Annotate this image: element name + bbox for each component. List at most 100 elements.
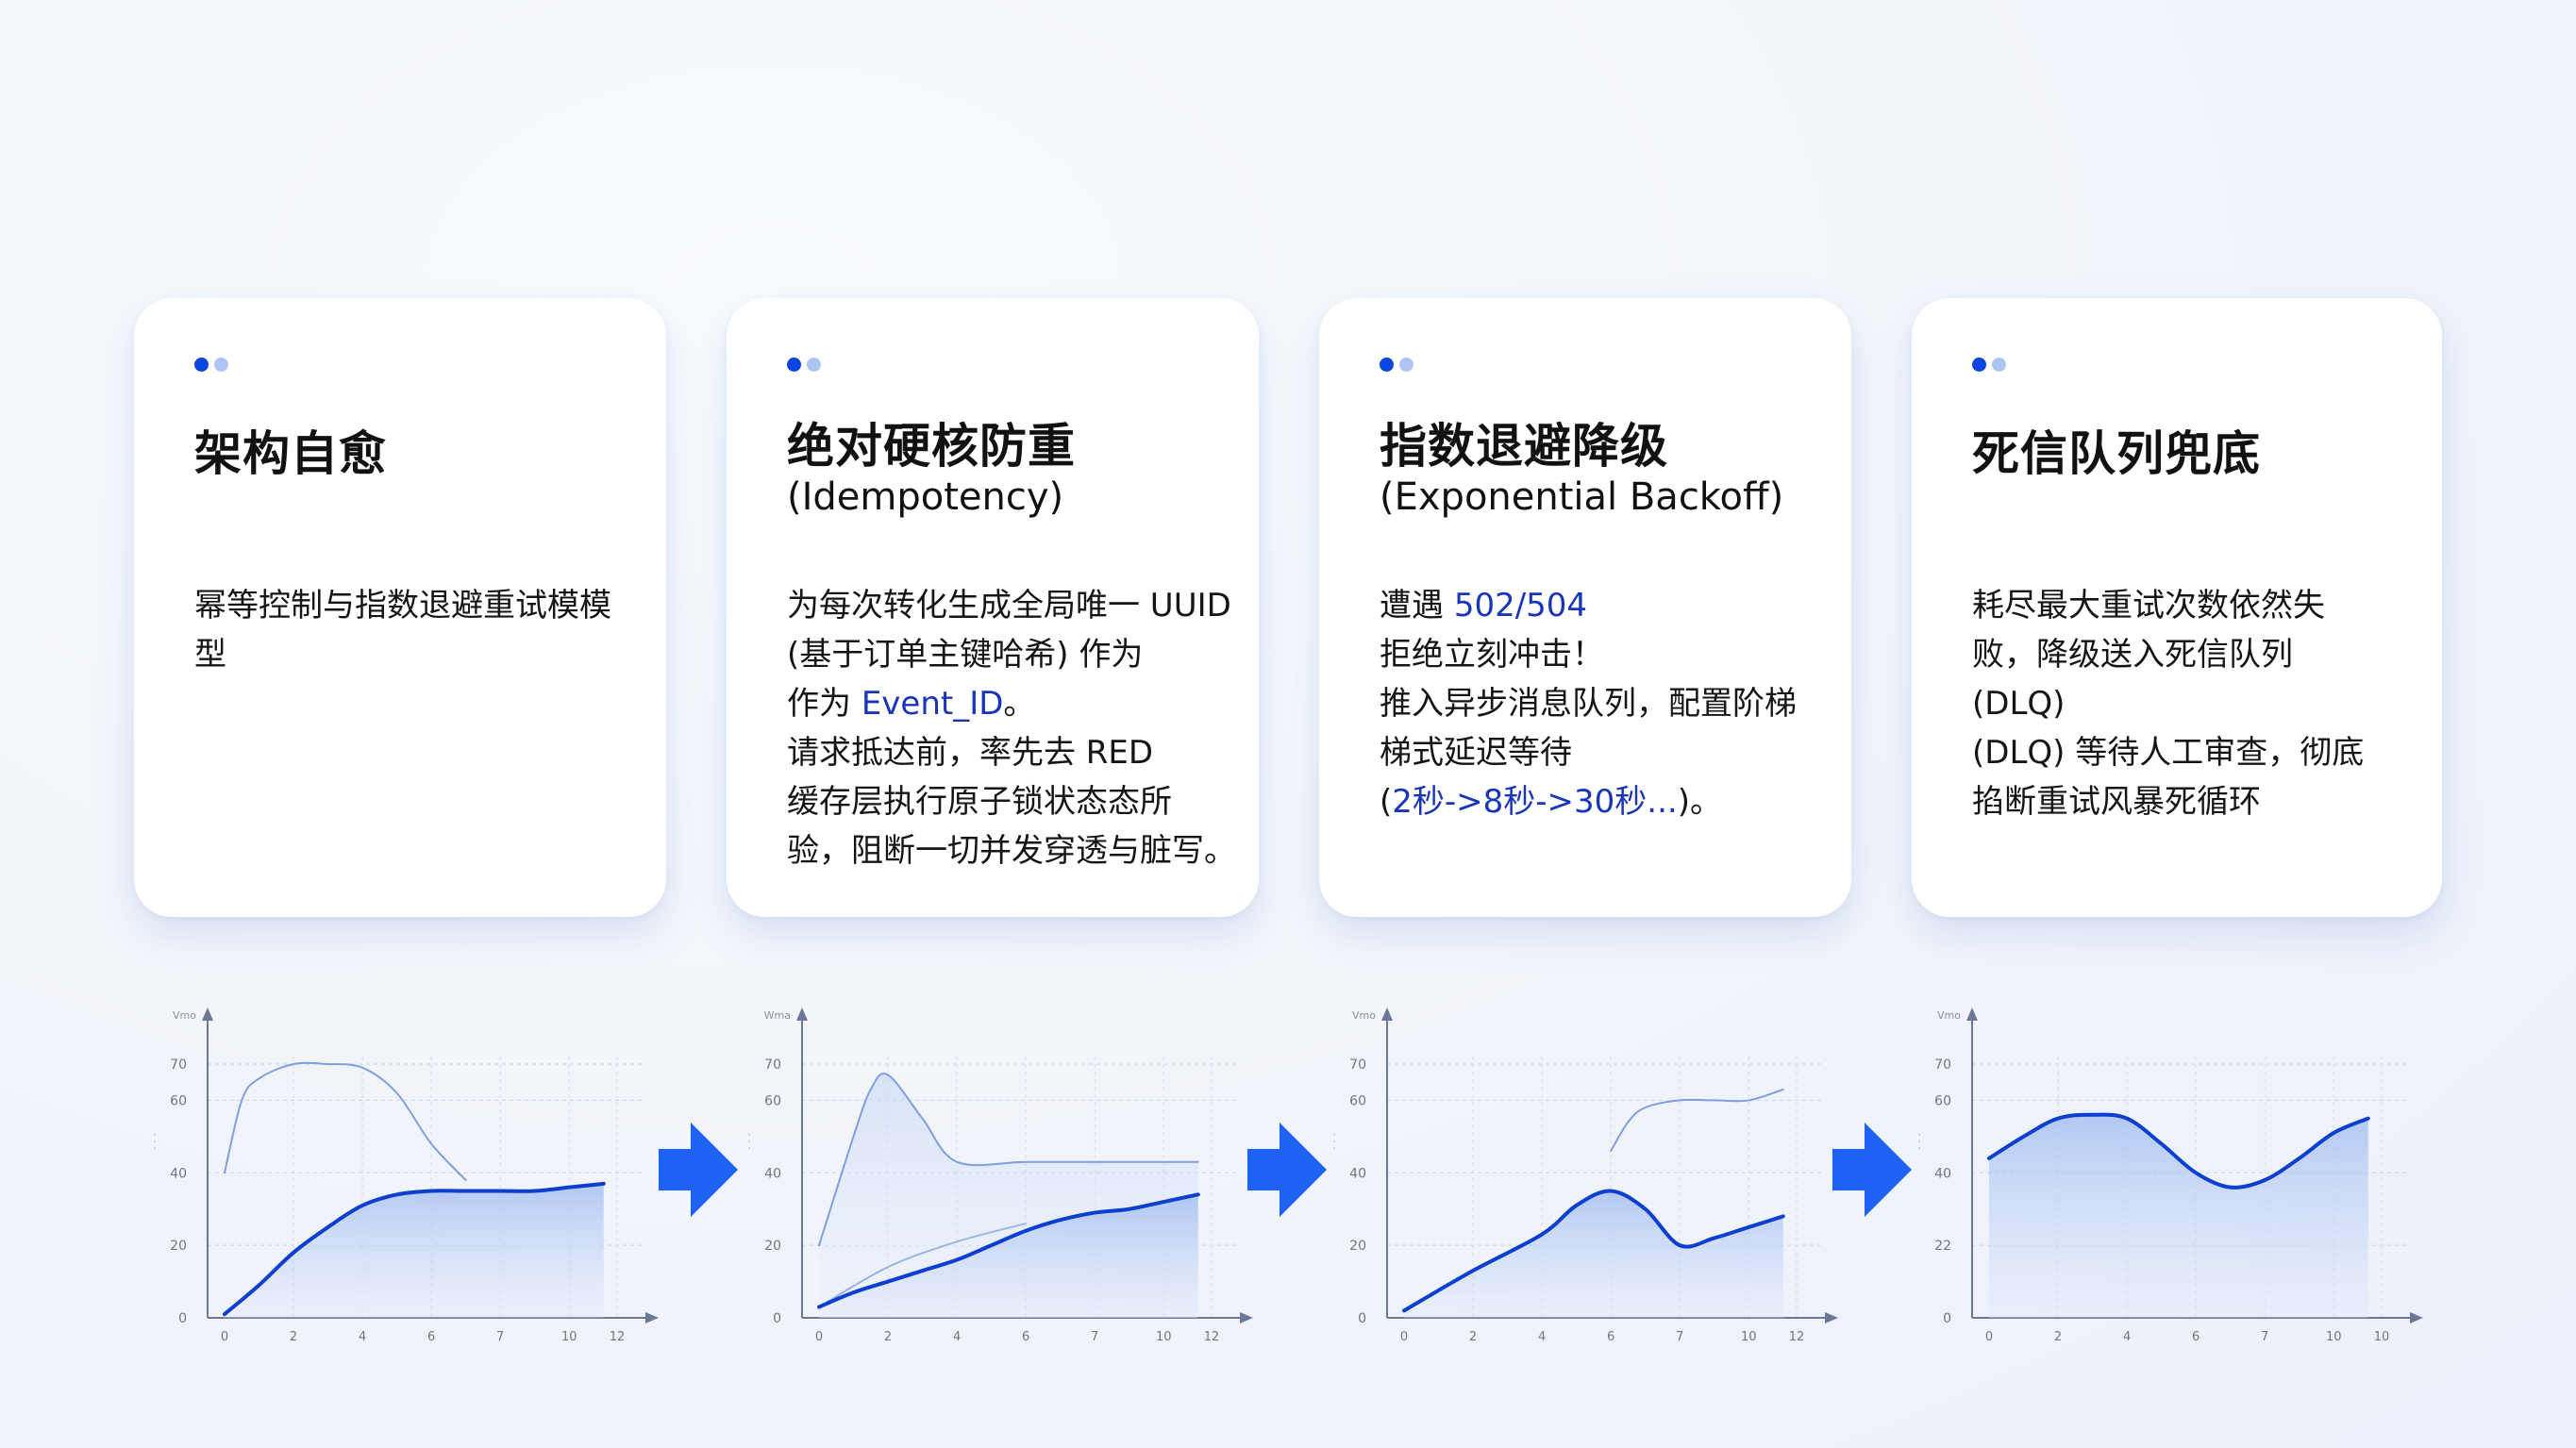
body-line: (DLQ) 等待人工审查，彻底	[1972, 734, 2365, 772]
svg-text:0: 0	[1400, 1330, 1408, 1344]
body-line: 验，阻断一切并发穿透与脏写。	[787, 832, 1236, 870]
svg-text:Wma: Wma	[764, 1009, 791, 1022]
svg-text:10: 10	[2374, 1330, 2390, 1344]
svg-text:Vmo: Vmo	[1352, 1009, 1376, 1022]
svg-text:70: 70	[764, 1057, 781, 1073]
svg-text:20: 20	[1349, 1239, 1366, 1254]
card-body: 为每次转化生成全局唯一 UUID (基于订单主键哈希) 作为 作为 Event_…	[787, 581, 1236, 875]
card-title: 架构自愈	[194, 426, 387, 481]
dot-secondary-icon	[1992, 357, 2006, 372]
svg-text:6: 6	[1022, 1330, 1029, 1344]
card-self-healing: 架构自愈 幂等控制与指数退避重试模模 型	[134, 298, 666, 917]
body-text: (	[1380, 783, 1393, 821]
highlight-event-id: Event_ID	[861, 685, 1004, 723]
svg-text:70: 70	[1934, 1057, 1951, 1073]
svg-text:40: 40	[1349, 1166, 1366, 1181]
svg-text:0: 0	[815, 1330, 823, 1344]
body-line: (DLQ)	[1972, 685, 2066, 723]
svg-text:4: 4	[359, 1330, 366, 1344]
body-text: 遭遇	[1380, 587, 1454, 624]
body-line: 缓存层执行原子锁状态态所	[787, 783, 1172, 821]
body-line: 作为 Event_ID。	[787, 679, 1221, 728]
body-line: 推入异步消息队列，配置阶梯	[1380, 685, 1797, 723]
body-line: 遭遇 502/504	[1380, 581, 1814, 630]
body-line: 掐断重试风暴死循环	[1972, 783, 2261, 821]
card-body: 幂等控制与指数退避重试模模 型	[194, 581, 628, 679]
card-title: 死信队列兜底	[1972, 426, 2261, 481]
body-text: )。	[1677, 783, 1722, 821]
dot-primary-icon	[194, 357, 209, 372]
svg-text:0: 0	[1985, 1330, 1993, 1344]
svg-text:2: 2	[1469, 1330, 1477, 1344]
svg-text:· · ·: · · ·	[744, 1133, 756, 1149]
svg-text:10: 10	[2326, 1330, 2342, 1344]
card-body: 耗尽最大重试次数依然失 败，降级送入死信队列 (DLQ) (DLQ) 等待人工审…	[1972, 581, 2404, 826]
card-idempotency: 绝对硬核防重 (Idempotency) 为每次转化生成全局唯一 UUID (基…	[727, 298, 1259, 917]
body-text: 。	[1003, 685, 1036, 723]
arrow-right-icon	[1832, 1123, 1917, 1217]
svg-text:2: 2	[290, 1330, 297, 1344]
dot-primary-icon	[1380, 357, 1394, 372]
svg-text:· · ·: · · ·	[1329, 1133, 1341, 1149]
svg-text:10: 10	[1156, 1330, 1172, 1344]
svg-text:6: 6	[427, 1330, 435, 1344]
body-line: 败，降级送入死信队列	[1972, 636, 2293, 674]
dots-indicator	[787, 357, 1259, 372]
card-subtitle: (Exponential Backoff)	[1380, 475, 1784, 519]
svg-text:60: 60	[1349, 1093, 1366, 1108]
svg-text:2: 2	[884, 1330, 892, 1344]
svg-text:60: 60	[1934, 1093, 1951, 1108]
svg-text:4: 4	[953, 1330, 961, 1344]
svg-text:12: 12	[1204, 1330, 1220, 1344]
arrow-right-icon	[1247, 1123, 1332, 1217]
svg-text:20: 20	[764, 1239, 781, 1254]
svg-text:10: 10	[561, 1330, 577, 1344]
svg-text:0: 0	[178, 1311, 187, 1326]
svg-text:20: 20	[170, 1239, 187, 1254]
arrow-right-icon	[659, 1123, 744, 1217]
svg-text:· · ·: · · ·	[149, 1133, 161, 1149]
svg-text:4: 4	[1538, 1330, 1546, 1344]
body-text: 作为	[787, 685, 861, 723]
svg-text:60: 60	[764, 1093, 781, 1108]
svg-text:12: 12	[1789, 1330, 1805, 1344]
svg-text:0: 0	[1358, 1311, 1366, 1326]
svg-text:10: 10	[1741, 1330, 1757, 1344]
dots-indicator	[194, 357, 666, 372]
body-line: 耗尽最大重试次数依然失	[1972, 587, 2325, 624]
dot-secondary-icon	[807, 357, 821, 372]
card-title: 指数退避降级	[1380, 419, 1668, 474]
svg-text:7: 7	[1091, 1330, 1098, 1344]
body-line: 为每次转化生成全局唯一 UUID	[787, 587, 1231, 624]
svg-text:0: 0	[1943, 1311, 1951, 1326]
svg-text:0: 0	[221, 1330, 228, 1344]
dots-indicator	[1380, 357, 1851, 372]
svg-text:70: 70	[1349, 1057, 1366, 1073]
dot-secondary-icon	[214, 357, 228, 372]
svg-text:40: 40	[1934, 1166, 1951, 1181]
svg-text:70: 70	[170, 1057, 187, 1073]
svg-text:· · ·: · · ·	[1914, 1133, 1926, 1149]
svg-text:Vmo: Vmo	[173, 1009, 196, 1022]
highlight-status-codes: 502/504	[1453, 587, 1588, 624]
svg-text:40: 40	[170, 1166, 187, 1181]
body-line: 拒绝立刻冲击！	[1380, 636, 1604, 674]
svg-text:7: 7	[2261, 1330, 2268, 1344]
svg-text:0: 0	[773, 1311, 781, 1326]
card-exponential-backoff: 指数退避降级 (Exponential Backoff) 遭遇 502/504 …	[1319, 298, 1851, 917]
svg-text:Vmo: Vmo	[1937, 1009, 1961, 1022]
dots-indicator	[1972, 357, 2442, 372]
svg-text:40: 40	[764, 1166, 781, 1181]
dot-secondary-icon	[1399, 357, 1413, 372]
svg-text:60: 60	[170, 1093, 187, 1108]
svg-text:6: 6	[2192, 1330, 2200, 1344]
svg-text:6: 6	[1607, 1330, 1614, 1344]
dot-primary-icon	[787, 357, 801, 372]
card-dead-letter-queue: 死信队列兜底 耗尽最大重试次数依然失 败，降级送入死信队列 (DLQ) (DLQ…	[1912, 298, 2442, 917]
body-line: 幂等控制与指数退避重试模模	[194, 587, 611, 624]
dot-primary-icon	[1972, 357, 1986, 372]
svg-text:22: 22	[1934, 1239, 1951, 1254]
